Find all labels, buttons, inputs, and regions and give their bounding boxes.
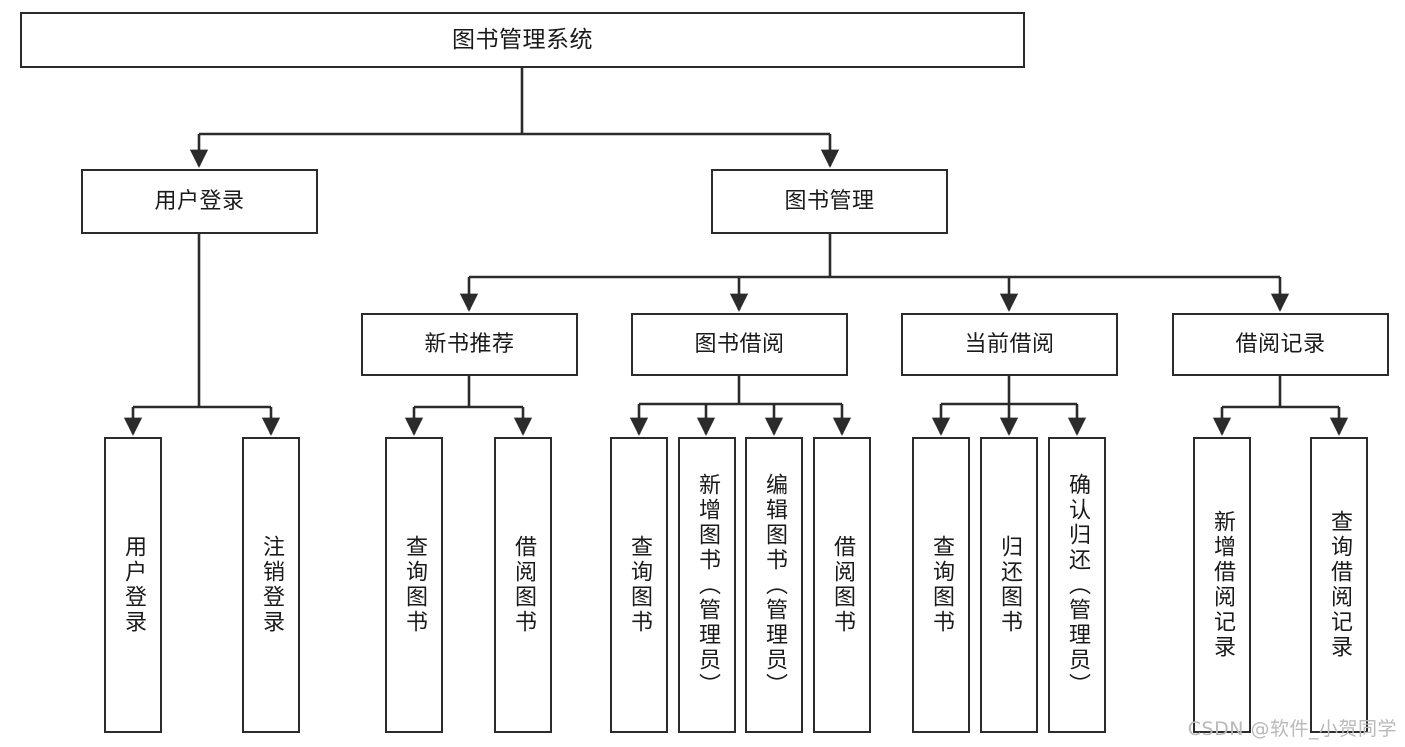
node-label: 编辑图书（管理员）: [762, 472, 787, 698]
node-label: 借阅图书: [830, 535, 855, 635]
node-label: 图书借阅: [694, 331, 785, 357]
node-book-management[interactable]: 图书管理: [711, 169, 948, 234]
node-label: 新增借阅记录: [1210, 510, 1235, 660]
node-label: 查询图书: [929, 535, 954, 635]
node-root-book-management-system[interactable]: 图书管理系统: [20, 12, 1025, 68]
node-label: 图书管理: [784, 188, 875, 214]
node-leaf-query-borrow-record[interactable]: 查询借阅记录: [1310, 437, 1368, 733]
node-label: 当前借阅: [964, 331, 1055, 357]
node-leaf-user-login[interactable]: 用户登录: [104, 437, 162, 733]
node-current-borrow[interactable]: 当前借阅: [901, 313, 1118, 376]
node-label: 新书推荐: [424, 331, 515, 357]
node-user-login[interactable]: 用户登录: [81, 169, 318, 234]
node-leaf-add-borrow-record[interactable]: 新增借阅记录: [1193, 437, 1251, 733]
node-leaf-add-book-admin[interactable]: 新增图书（管理员）: [678, 437, 736, 733]
node-label: 新增图书（管理员）: [695, 472, 720, 698]
node-label: 查询图书: [627, 535, 652, 635]
node-label: 确认归还（管理员）: [1065, 472, 1090, 698]
node-label: 归还图书: [997, 535, 1022, 635]
node-label: 借阅记录: [1235, 331, 1326, 357]
node-leaf-logout[interactable]: 注销登录: [242, 437, 300, 733]
node-leaf-query-book-current[interactable]: 查询图书: [912, 437, 970, 733]
node-label: 用户登录: [121, 535, 146, 635]
node-label: 用户登录: [154, 188, 245, 214]
node-leaf-edit-book-admin[interactable]: 编辑图书（管理员）: [745, 437, 803, 733]
node-label: 图书管理系统: [452, 26, 593, 53]
node-leaf-borrow-book-recommend[interactable]: 借阅图书: [494, 437, 552, 733]
node-leaf-query-book-recommend[interactable]: 查询图书: [385, 437, 443, 733]
node-leaf-borrow-book-borrow[interactable]: 借阅图书: [813, 437, 871, 733]
node-borrow-record[interactable]: 借阅记录: [1172, 313, 1389, 376]
node-new-book-recommend[interactable]: 新书推荐: [361, 313, 578, 376]
node-leaf-return-book[interactable]: 归还图书: [980, 437, 1038, 733]
node-leaf-query-book-borrow[interactable]: 查询图书: [610, 437, 668, 733]
node-leaf-confirm-return-admin[interactable]: 确认归还（管理员）: [1048, 437, 1106, 733]
node-label: 借阅图书: [511, 535, 536, 635]
node-label: 查询借阅记录: [1327, 510, 1352, 660]
node-book-borrow[interactable]: 图书借阅: [631, 313, 848, 376]
node-label: 注销登录: [259, 535, 284, 635]
node-label: 查询图书: [402, 535, 427, 635]
